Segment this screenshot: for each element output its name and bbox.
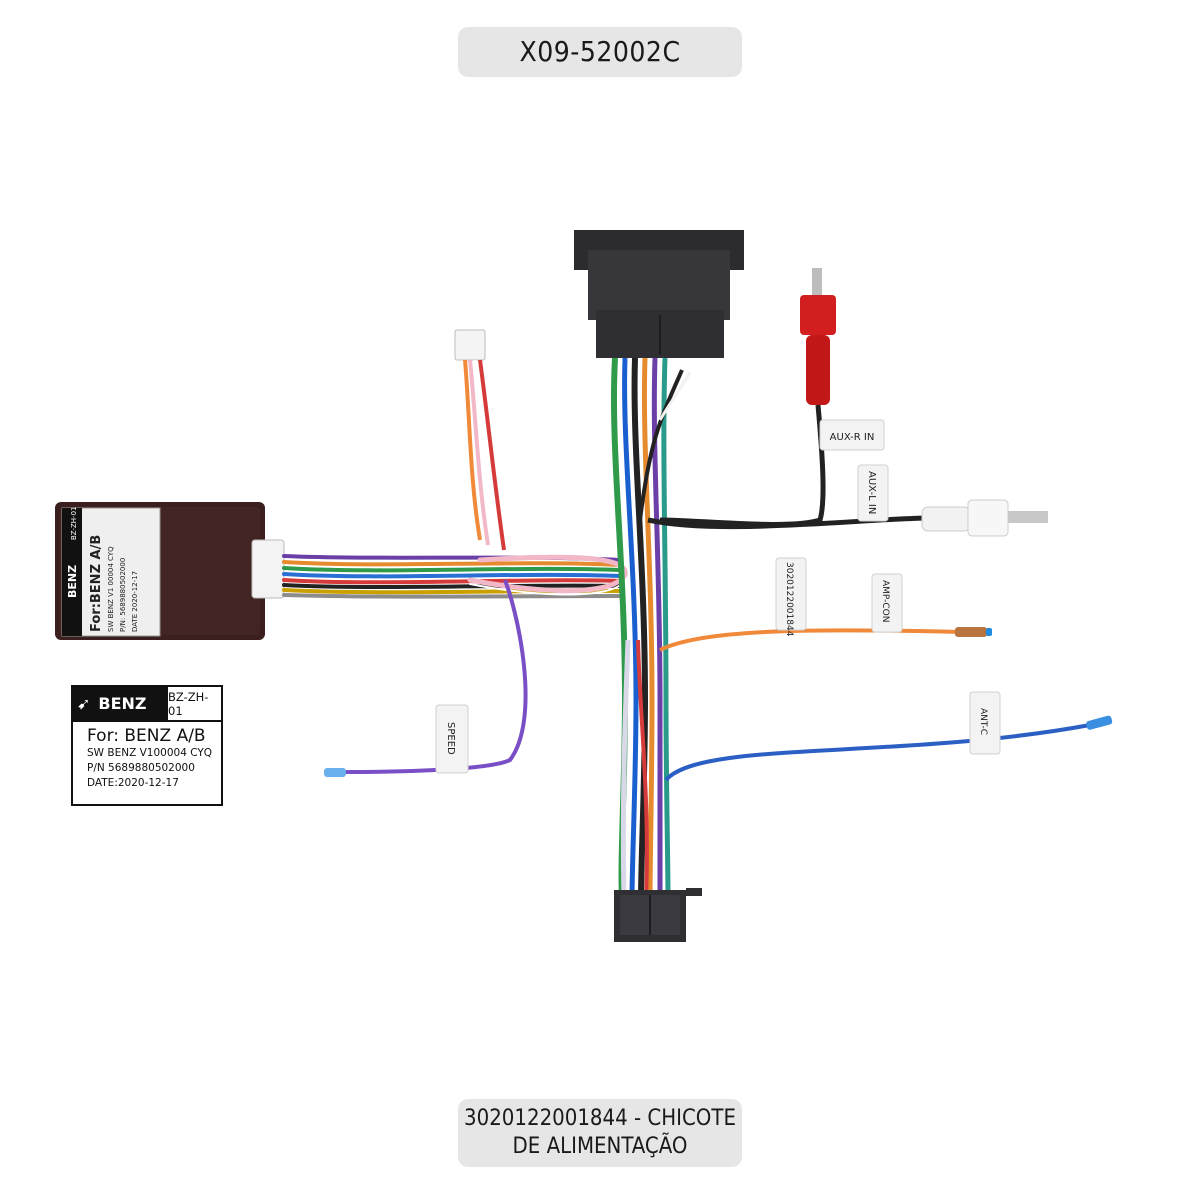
main-trunk [610,357,692,901]
label-model: BZ-ZH-01 [166,687,221,720]
tag-part-number: 3020122001844 [775,557,807,637]
label-for: For: BENZ A/B [87,726,206,746]
tag-aux-r: AUX-R IN [819,419,885,451]
svg-text:3020122001844: 3020122001844 [784,562,794,637]
rca-red-plug [659,268,836,527]
svg-text:AUX-L IN: AUX-L IN [866,471,877,514]
label-brand: BENZ [98,694,147,713]
module-wire-bundle [282,554,629,599]
rca-white-plug [647,499,1048,537]
main-connector [574,230,744,358]
caption: 3020122001844 - CHICOTE DE ALIMENTAÇÃO [458,1099,742,1167]
bottom-connector [614,888,702,942]
product-code-title: X09-52002C [458,27,742,77]
module-label-brand: BENZ [66,565,79,598]
caption-line-1: 3020122001844 - CHICOTE [464,1106,736,1131]
jst-connector [454,329,506,551]
module-label-for: For:BENZ A/B [89,535,104,632]
tag-aux-l: AUX-L IN [857,464,889,522]
tag-amp-con: AMP-CON [871,573,903,633]
interface-module: BENZ BZ-ZH-01 For:BENZ A/B SW BENZ V1 00… [55,502,285,640]
module-label-card: ➹ BENZ BZ-ZH-01 For: BENZ A/B SW BENZ V10… [71,685,223,806]
tag-ant-c: ANT-C [969,691,1001,755]
tag-speed: SPEED [435,704,469,774]
caption-line-2: DE ALIMENTAÇÃO [512,1134,688,1159]
module-label-pn: P/N: 5689880502000 [119,558,127,632]
module-label-date: DATE 2020-12-17 [131,571,139,632]
svg-text:AUX-R IN: AUX-R IN [830,432,875,443]
module-label-sw: SW BENZ V1 00004 CYQ [107,546,115,632]
label-pn: P/N 5689880502000 [87,762,195,774]
svg-text:ANT-C: ANT-C [978,708,988,735]
svg-text:SPEED: SPEED [445,722,456,755]
label-sw: SW BENZ V100004 CYQ [87,747,213,759]
svg-text:AMP-CON: AMP-CON [880,580,890,623]
label-date: DATE:2020-12-17 [87,777,179,789]
module-label-model: BZ-ZH-01 [70,507,78,541]
benz-logo-icon: ➹ [77,694,91,713]
